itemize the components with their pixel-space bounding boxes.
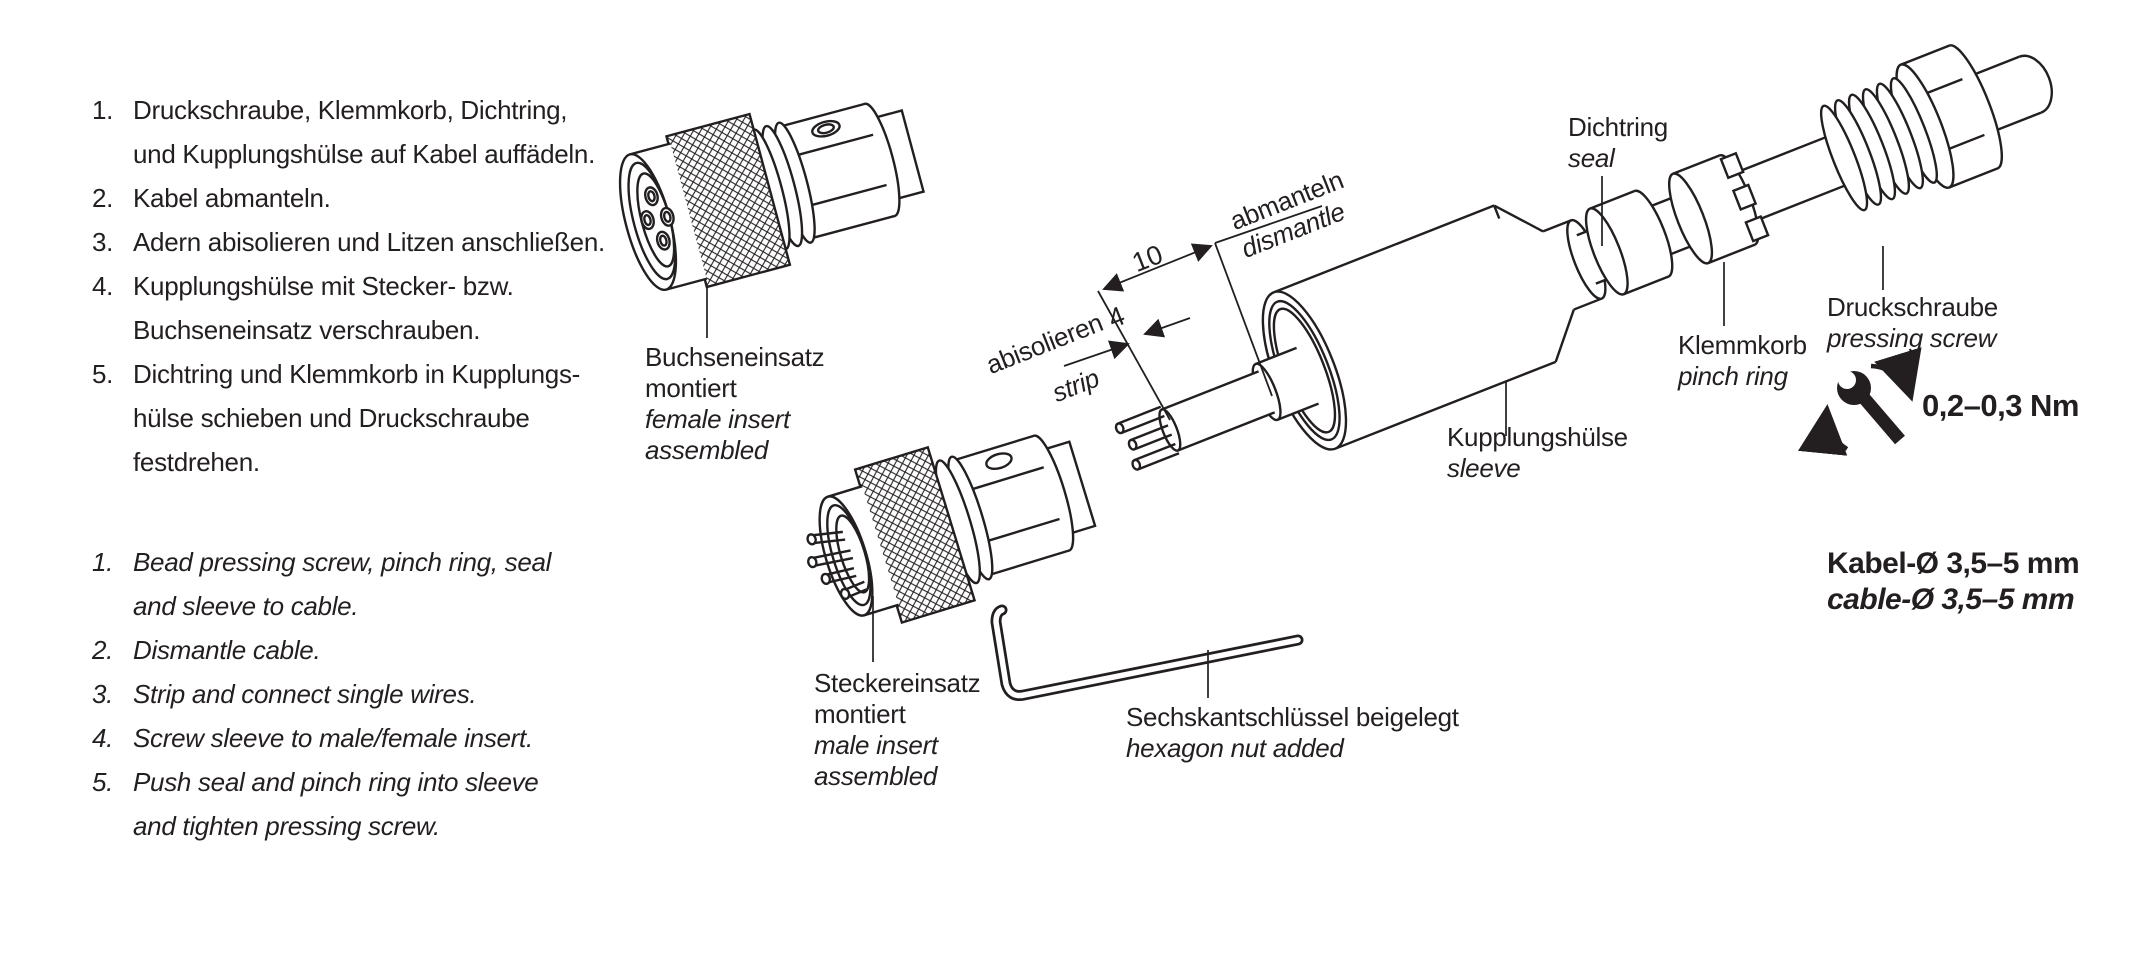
hex-key-drawing bbox=[990, 604, 1304, 701]
pinch-ring-part bbox=[1668, 151, 1770, 265]
item-number: 4. bbox=[92, 723, 114, 753]
list-item: 5. Push seal and pinch ring into sleeve bbox=[92, 760, 551, 804]
list-item: 2. Dismantle cable. bbox=[92, 628, 551, 672]
item-text: hülse schieben und Druckschraube bbox=[133, 403, 530, 433]
label-line-de: Klemmkorb bbox=[1678, 330, 1807, 360]
label-sleeve: Kupplungshülse sleeve bbox=[1447, 422, 1628, 484]
label-line-en: pressing screw bbox=[1827, 323, 1997, 353]
item-text: festdrehen. bbox=[133, 447, 260, 477]
item-number: 2. bbox=[92, 183, 114, 213]
item-number: 4. bbox=[92, 271, 114, 301]
leader-lines bbox=[706, 176, 1884, 698]
dismantle-text-rule bbox=[1214, 205, 1323, 244]
torque-wrench-icon bbox=[1798, 347, 1922, 456]
label-line-en: male insert bbox=[814, 730, 938, 760]
label-line-en: assembled bbox=[814, 761, 938, 791]
instructions-english: 1. Bead pressing screw, pinch ring, seal… bbox=[92, 540, 551, 848]
pressing-screw-part bbox=[1819, 44, 2053, 212]
label-hex-key: Sechskantschlüssel beigelegt hexagon nut… bbox=[1126, 702, 1459, 764]
exploded-assembly-drawing bbox=[1114, 44, 2053, 471]
cable-diameter-en: cable-Ø 3,5–5 mm bbox=[1827, 583, 2075, 616]
strip-arrow bbox=[1063, 340, 1130, 367]
label-line-en: assembled bbox=[645, 435, 769, 465]
dimension-lines bbox=[1063, 205, 1323, 421]
male-connector-drawing bbox=[806, 434, 1097, 625]
label-line-de: Druckschraube bbox=[1827, 292, 1998, 322]
label-line-de: montiert bbox=[645, 373, 737, 403]
list-item: 4. Kupplungshülse mit Stecker- bzw. bbox=[92, 264, 605, 308]
list-item: 4. Screw sleeve to male/female insert. bbox=[92, 716, 551, 760]
item-number: 5. bbox=[92, 359, 114, 389]
torque-value: 0,2–0,3 Nm bbox=[1922, 388, 2080, 423]
item-number: 3. bbox=[92, 679, 114, 709]
item-number: 1. bbox=[92, 547, 114, 577]
label-line-de: montiert bbox=[814, 699, 906, 729]
cable-diameter: Kabel-Ø 3,5–5 mm cable-Ø 3,5–5 mm bbox=[1827, 546, 2080, 618]
list-item: 3. Strip and connect single wires. bbox=[92, 672, 551, 716]
label-line-de: Steckereinsatz bbox=[814, 668, 981, 698]
label-pinch-ring: Klemmkorb pinch ring bbox=[1678, 330, 1807, 392]
label-line-de: Sechskantschlüssel beigelegt bbox=[1126, 702, 1459, 732]
item-text: Screw sleeve to male/female insert. bbox=[133, 723, 533, 753]
cable-diameter-de: Kabel-Ø 3,5–5 mm bbox=[1827, 547, 2080, 580]
female-socket-holes bbox=[640, 186, 675, 251]
list-item: 1. Bead pressing screw, pinch ring, seal bbox=[92, 540, 551, 584]
list-item: 5. Dichtring und Klemmkorb in Kupplungs- bbox=[92, 352, 605, 396]
cable-stripped-end bbox=[1114, 346, 1321, 471]
label-line-en: seal bbox=[1568, 143, 1615, 173]
item-number: 3. bbox=[92, 227, 114, 257]
label-line-de: Kupplungshülse bbox=[1447, 422, 1628, 452]
label-male-insert: Steckereinsatz montiert male insert asse… bbox=[814, 668, 981, 792]
item-text: Buchseneinsatz verschrauben. bbox=[133, 315, 481, 345]
sleeve-part bbox=[1261, 204, 1607, 451]
item-text: and tighten pressing screw. bbox=[133, 811, 440, 841]
label-line-en: female insert bbox=[645, 404, 790, 434]
label-line-de: Buchseneinsatz bbox=[645, 342, 825, 372]
item-text: Kabel abmanteln. bbox=[133, 183, 331, 213]
item-text: Adern abisolieren und Litzen anschließen… bbox=[133, 227, 605, 257]
instructions-german: 1. Druckschraube, Klemmkorb, Dichtring, … bbox=[92, 88, 605, 484]
list-item: 2. Kabel abmanteln. bbox=[92, 176, 605, 220]
item-text: Kupplungshülse mit Stecker- bzw. bbox=[133, 271, 514, 301]
label-line-en: sleeve bbox=[1447, 453, 1521, 483]
label-line-en: pinch ring bbox=[1678, 361, 1788, 391]
list-item: 3. Adern abisolieren und Litzen anschlie… bbox=[92, 220, 605, 264]
male-pins bbox=[806, 530, 868, 601]
dim-line-4 bbox=[1143, 317, 1191, 338]
item-text: Strip and connect single wires. bbox=[133, 679, 477, 709]
female-connector-drawing bbox=[618, 102, 926, 292]
seal-part bbox=[1584, 189, 1674, 296]
label-seal: Dichtring seal bbox=[1568, 112, 1668, 174]
item-text: Dismantle cable. bbox=[133, 635, 321, 665]
item-number: 5. bbox=[92, 767, 114, 797]
dim-line-10 bbox=[1102, 243, 1213, 292]
label-line-en: hexagon nut added bbox=[1126, 733, 1344, 763]
label-pressing-screw: Druckschraube pressing screw bbox=[1827, 292, 1998, 354]
item-text: und Kupplungshülse auf Kabel auffädeln. bbox=[133, 139, 595, 169]
item-text: Bead pressing screw, pinch ring, seal bbox=[133, 547, 552, 577]
list-item: 1. Druckschraube, Klemmkorb, Dichtring, bbox=[92, 88, 605, 132]
label-line-de: Dichtring bbox=[1568, 112, 1668, 142]
item-text: Dichtring und Klemmkorb in Kupplungs- bbox=[133, 359, 581, 389]
item-number: 1. bbox=[92, 95, 114, 125]
item-text: Push seal and pinch ring into sleeve bbox=[133, 767, 539, 797]
label-female-insert: Buchseneinsatz montiert female insert as… bbox=[645, 342, 825, 466]
extension-line-dismantle bbox=[1214, 242, 1273, 397]
item-text: Druckschraube, Klemmkorb, Dichtring, bbox=[133, 95, 568, 125]
extension-line-strip bbox=[1097, 290, 1171, 421]
item-number: 2. bbox=[92, 635, 114, 665]
item-text: and sleeve to cable. bbox=[133, 591, 359, 621]
